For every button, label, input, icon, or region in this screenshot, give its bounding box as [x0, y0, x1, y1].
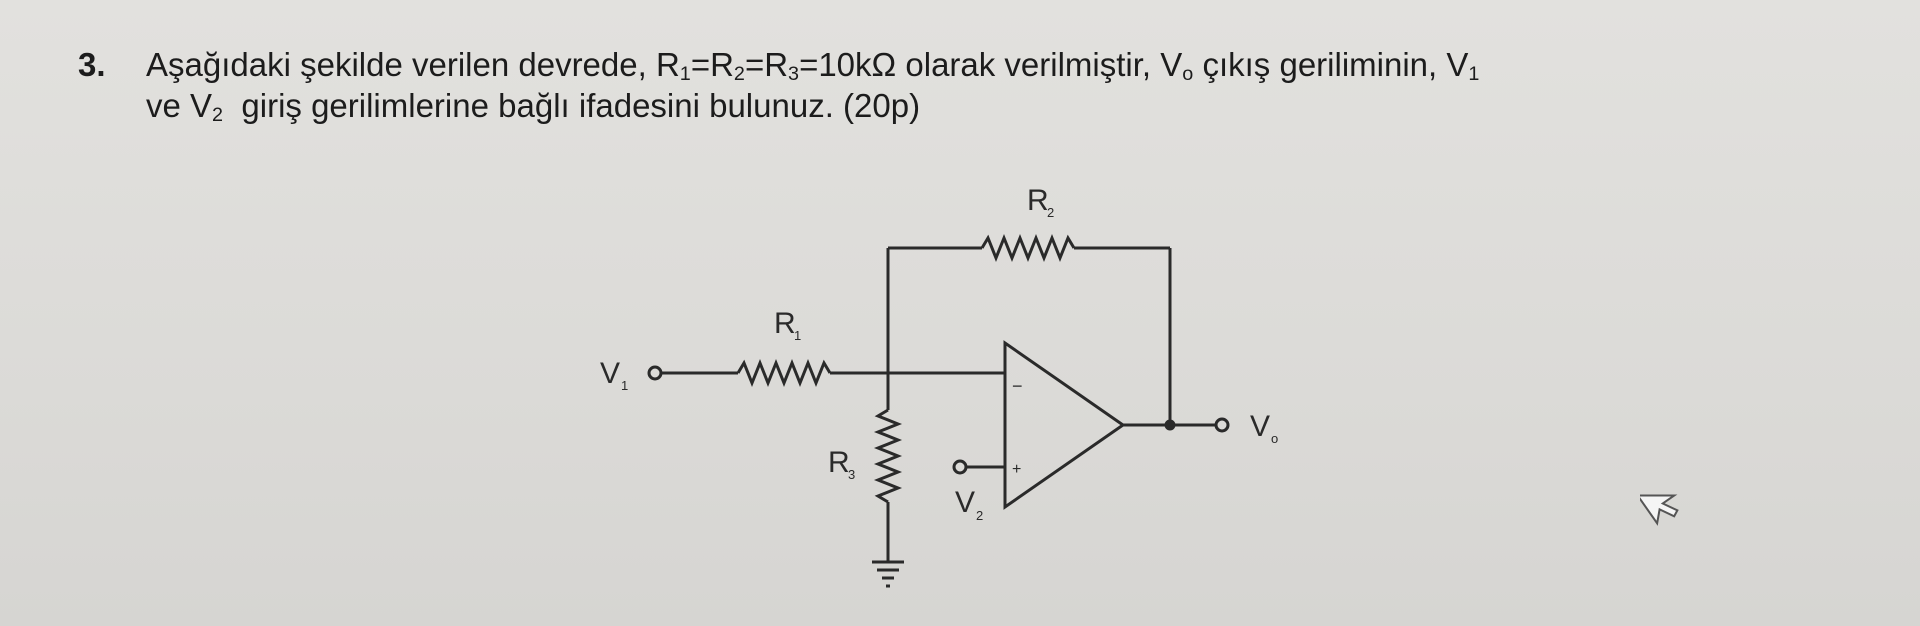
opamp-inverting-sign: −	[1012, 376, 1023, 396]
r2-label-sub: 2	[1047, 205, 1054, 220]
r1-label-sub: 1	[794, 328, 801, 343]
vo-label: V	[1250, 410, 1270, 443]
v1-label: V	[600, 357, 620, 390]
r3-resistor	[873, 408, 903, 504]
r2-resistor	[980, 233, 1076, 263]
v2-terminal	[952, 459, 968, 475]
opamp-noninverting-sign: +	[1012, 461, 1021, 478]
r3-label: R	[828, 446, 850, 479]
v2-label: V	[955, 486, 975, 519]
r1-resistor	[736, 358, 832, 388]
mouse-pointer-icon	[1640, 494, 1679, 526]
question-text: Aşağıdaki şekilde verilen devrede, R1=R2…	[146, 44, 1826, 126]
r2-label: R	[1027, 184, 1049, 217]
question-number: 3.	[78, 46, 106, 83]
vo-label-sub: o	[1271, 431, 1278, 446]
r1-label: R	[774, 307, 796, 340]
question-line-2: ve V2 giriş gerilimlerine bağlı ifadesin…	[146, 87, 921, 126]
output-node	[1164, 419, 1176, 431]
r3-label-sub: 3	[848, 467, 855, 482]
v2-label-sub: 2	[976, 508, 983, 523]
vo-terminal	[1214, 417, 1230, 433]
ground-symbol	[872, 560, 904, 588]
v1-terminal	[647, 365, 663, 381]
v1-label-sub: 1	[621, 378, 628, 393]
question-line-1: Aşağıdaki şekilde verilen devrede, R1=R2…	[146, 46, 1480, 85]
opamp	[1003, 340, 1126, 510]
